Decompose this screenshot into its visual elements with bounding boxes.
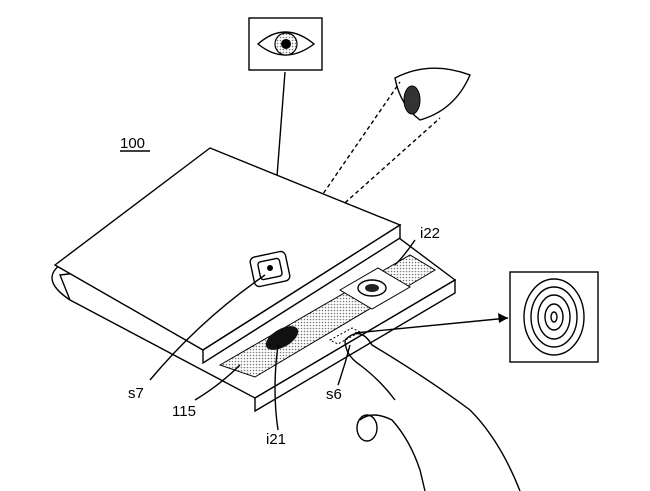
fingerprint-icon xyxy=(509,271,599,363)
upper-panel xyxy=(53,147,402,365)
fold-hinge xyxy=(51,264,71,301)
label-device: 100 xyxy=(120,135,145,152)
user-eye xyxy=(394,67,471,121)
label-display-strip: 115 xyxy=(172,403,196,420)
label-fingerprint-sensor: s6 xyxy=(326,386,342,403)
hand-icon xyxy=(344,332,521,491)
fingerprint-arrow xyxy=(354,317,509,334)
eye-icon xyxy=(248,17,323,71)
leader-lines xyxy=(149,239,416,431)
label-camera-sensor: s7 xyxy=(128,385,144,402)
label-fingerprint-region: i21 xyxy=(266,431,286,448)
label-iris-region: i22 xyxy=(420,225,440,242)
